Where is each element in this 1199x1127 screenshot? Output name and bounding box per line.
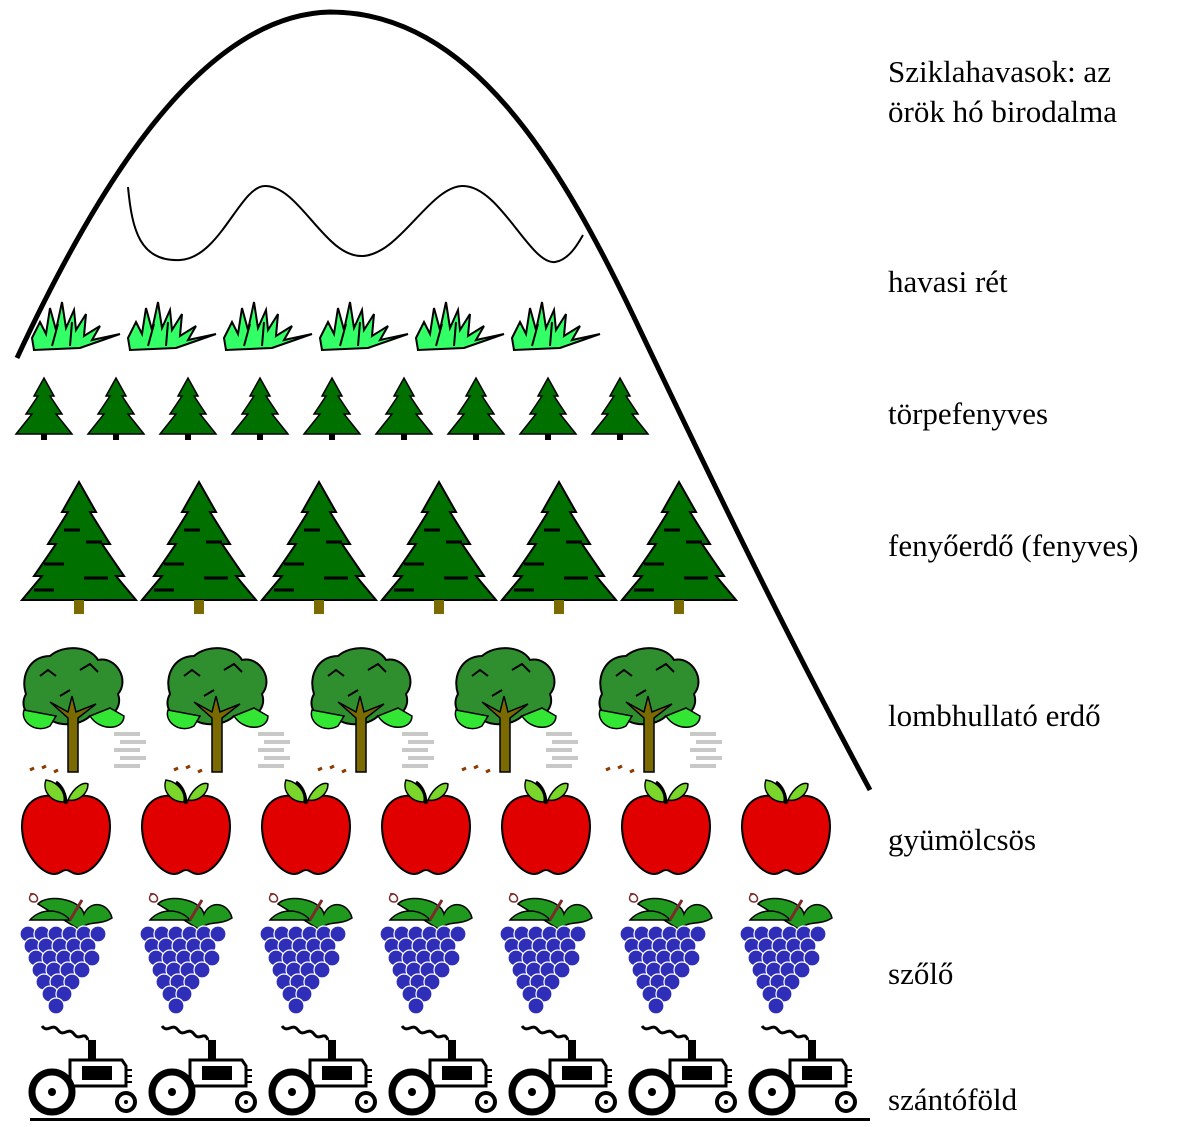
apple-icon bbox=[20, 779, 112, 876]
small-pine-icon bbox=[230, 376, 290, 440]
grass-tuft-icon bbox=[318, 301, 409, 352]
grass-tuft-icon bbox=[222, 301, 313, 352]
small-pine-icon bbox=[374, 376, 434, 440]
fir-tree-icon bbox=[499, 479, 619, 614]
tractor-icon bbox=[628, 1024, 750, 1121]
grass-tuft-icon bbox=[414, 301, 505, 352]
deciduous-tree-icon bbox=[454, 647, 578, 774]
zone-label-dwarf-pine: törpefenyves bbox=[888, 396, 1049, 431]
grapes-icon bbox=[739, 893, 833, 1015]
zone-label-orchard: gyümölcsös bbox=[888, 822, 1037, 857]
fir-tree-icon bbox=[139, 479, 259, 614]
mountain-outline bbox=[14, 9, 873, 792]
summit-label-line1: Sziklahavasok: az bbox=[888, 54, 1111, 89]
small-pine-icon bbox=[158, 376, 218, 440]
zone-icons bbox=[14, 301, 870, 1121]
fir-tree-icon bbox=[619, 479, 739, 614]
deciduous-tree-icon bbox=[310, 647, 434, 774]
apple-icon bbox=[380, 779, 472, 876]
small-pine-icon bbox=[518, 376, 578, 440]
small-pine-icon bbox=[86, 376, 146, 440]
zone-label-field: szántóföld bbox=[888, 1082, 1018, 1117]
zone-label-conifer: fenyőerdő (fenyves) bbox=[888, 528, 1139, 563]
grapes-icon bbox=[499, 893, 593, 1015]
apple-icon bbox=[260, 779, 352, 876]
grapes-icon bbox=[19, 893, 113, 1015]
grapes-icon bbox=[259, 893, 353, 1015]
snow-line bbox=[127, 184, 584, 264]
small-pine-icon bbox=[302, 376, 362, 440]
apple-icon bbox=[740, 779, 832, 876]
fir-tree-icon bbox=[379, 479, 499, 614]
small-pine-icon bbox=[590, 376, 650, 440]
zone-label-vineyard: szőlő bbox=[888, 956, 954, 991]
grapes-icon bbox=[619, 893, 713, 1015]
tractor-icon bbox=[268, 1024, 390, 1121]
apple-icon bbox=[620, 779, 712, 876]
deciduous-tree-icon bbox=[598, 647, 722, 774]
grass-tuft-icon bbox=[510, 301, 601, 352]
zone-label-deciduous: lombhullató erdő bbox=[888, 698, 1101, 733]
small-pine-icon bbox=[14, 376, 74, 440]
grass-tuft-icon bbox=[30, 301, 121, 352]
tractor-icon bbox=[148, 1024, 270, 1121]
grapes-icon bbox=[139, 893, 233, 1015]
fir-tree-icon bbox=[19, 479, 139, 614]
summit-label-line2: örök hó birodalma bbox=[888, 94, 1118, 129]
tractor-icon bbox=[748, 1024, 870, 1121]
zone-label-summit: Sziklahavasok: az örök hó birodalma bbox=[888, 52, 1117, 132]
grass-tuft-icon bbox=[126, 301, 217, 352]
tractor-icon bbox=[508, 1024, 630, 1121]
fir-tree-icon bbox=[259, 479, 379, 614]
tractor-icon bbox=[388, 1024, 510, 1121]
apple-icon bbox=[500, 779, 592, 876]
small-pine-icon bbox=[446, 376, 506, 440]
grapes-icon bbox=[379, 893, 473, 1015]
zone-label-meadow: havasi rét bbox=[888, 264, 1008, 299]
deciduous-tree-icon bbox=[22, 647, 146, 774]
deciduous-tree-icon bbox=[166, 647, 290, 774]
tractor-icon bbox=[28, 1024, 150, 1121]
apple-icon bbox=[140, 779, 232, 876]
